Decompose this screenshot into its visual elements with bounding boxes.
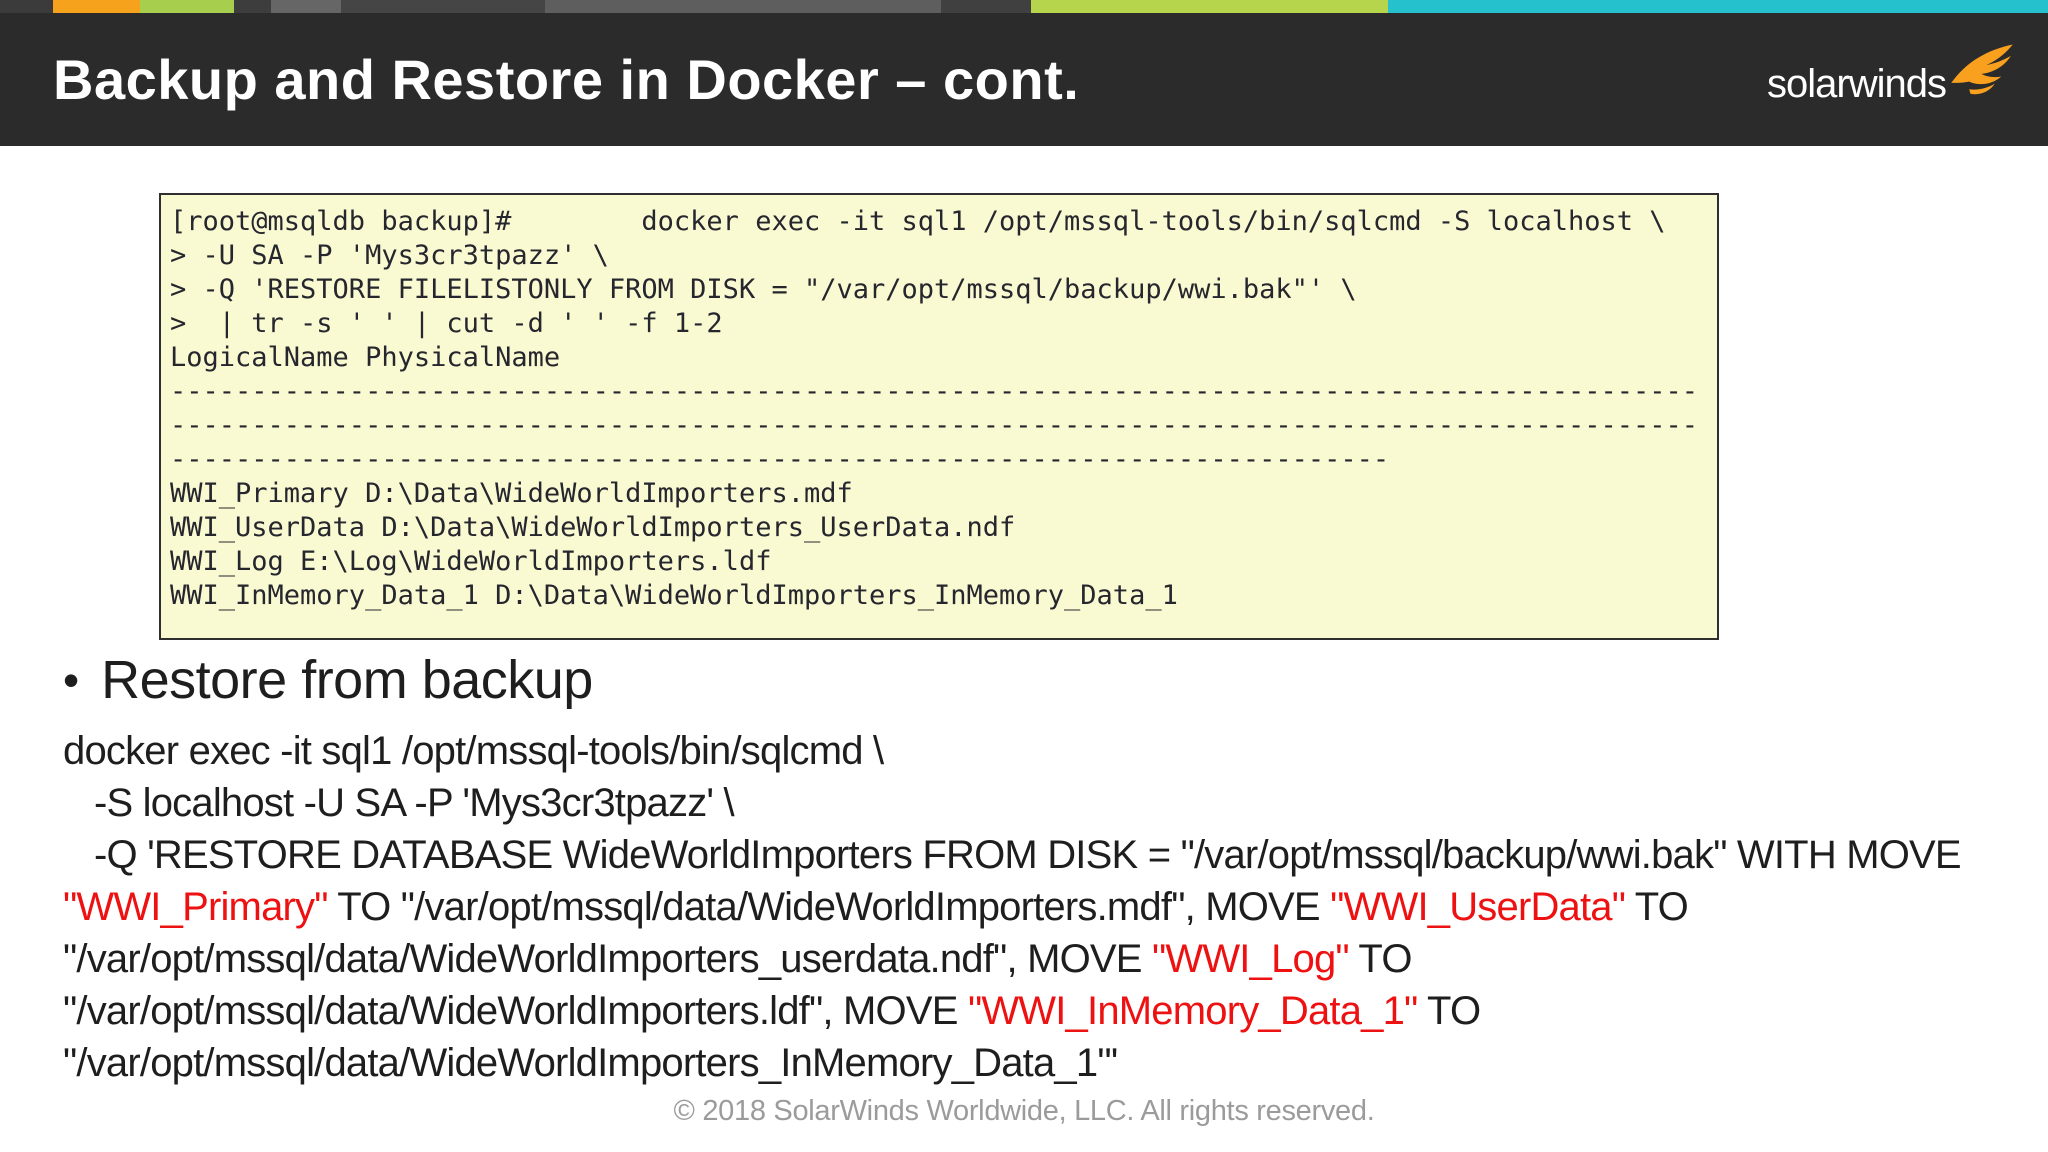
strip-seg-gray-2 — [545, 0, 941, 13]
strip-seg-orange — [53, 0, 140, 13]
strip-seg-green-right — [1031, 0, 1388, 13]
command-line: "/var/opt/mssql/data/WideWorldImporters_… — [63, 933, 2003, 985]
terminal-line: WWI_Log E:\Log\WideWorldImporters.ldf — [170, 546, 772, 577]
command-line: docker exec -it sql1 /opt/mssql-tools/bi… — [63, 725, 2003, 777]
strip-seg-dark-2 — [234, 0, 271, 13]
terminal-line: LogicalName PhysicalName — [170, 342, 561, 373]
command-line: -S localhost -U SA -P 'Mys3cr3tpazz' \ — [63, 777, 2003, 829]
strip-seg-dark-1 — [0, 0, 53, 13]
bullet-marker: • — [63, 654, 80, 706]
strip-seg-green-left — [140, 0, 234, 13]
solarwinds-logo: solarwinds — [1767, 42, 2014, 118]
highlighted-filename: "WWI_Log" — [1152, 937, 1350, 981]
strip-seg-dark-4 — [941, 0, 1031, 13]
strip-seg-teal — [1388, 0, 2048, 13]
strip-seg-dark-3 — [341, 0, 545, 13]
slide-header: Backup and Restore in Docker – cont. sol… — [0, 13, 2048, 146]
terminal-line: > -U SA -P 'Mys3cr3tpazz' \ — [170, 240, 609, 271]
highlighted-filename: "WWI_UserData" — [1330, 885, 1626, 929]
command-line: -Q 'RESTORE DATABASE WideWorldImporters … — [63, 829, 2003, 881]
command-text: "/var/opt/mssql/data/WideWorldImporters_… — [63, 937, 1152, 981]
command-line: "/var/opt/mssql/data/WideWorldImporters.… — [63, 985, 2003, 1037]
terminal-line: ----------------------------------------… — [170, 410, 1699, 441]
terminal-line: > -Q 'RESTORE FILELISTONLY FROM DISK = "… — [170, 274, 1357, 305]
terminal-line: > | tr -s ' ' | cut -d ' ' -f 1-2 — [170, 308, 723, 339]
restore-command-text: docker exec -it sql1 /opt/mssql-tools/bi… — [63, 725, 2003, 1089]
bullet-item: • Restore from backup — [63, 645, 2003, 715]
solarwinds-swoosh-icon — [1951, 43, 2013, 94]
terminal-line: WWI_InMemory_Data_1 D:\Data\WideWorldImp… — [170, 580, 1178, 611]
highlighted-filename: "WWI_Primary" — [63, 885, 328, 929]
command-line: "WWI_Primary" TO "/var/opt/mssql/data/Wi… — [63, 881, 2003, 933]
top-color-strip — [0, 0, 2048, 13]
command-line: "/var/opt/mssql/data/WideWorldImporters_… — [63, 1037, 2003, 1089]
command-text: "/var/opt/mssql/data/WideWorldImporters_… — [63, 1041, 1118, 1085]
slide-body: • Restore from backup docker exec -it sq… — [63, 645, 2003, 1089]
terminal-line: [root@msqldb backup]# docker exec -it sq… — [170, 206, 1666, 237]
highlighted-filename: "WWI_InMemory_Data_1" — [967, 989, 1418, 1033]
page-title: Backup and Restore in Docker – cont. — [53, 48, 1080, 111]
terminal-line: WWI_Primary D:\Data\WideWorldImporters.m… — [170, 478, 853, 509]
solarwinds-logo-text: solarwinds — [1767, 61, 1947, 106]
terminal-line: ----------------------------------------… — [170, 376, 1699, 407]
command-text: TO — [1348, 937, 1412, 981]
terminal-screenshot: [root@msqldb backup]# docker exec -it sq… — [159, 193, 1719, 640]
command-text: docker exec -it sql1 /opt/mssql-tools/bi… — [63, 729, 884, 773]
terminal-line: ----------------------------------------… — [170, 444, 1390, 475]
command-text: TO — [1625, 885, 1689, 929]
command-text: TO — [1417, 989, 1481, 1033]
terminal-line: WWI_UserData D:\Data\WideWorldImporters_… — [170, 512, 1016, 543]
bullet-heading: Restore from backup — [101, 650, 593, 710]
command-text: -S localhost -U SA -P 'Mys3cr3tpazz' \ — [63, 781, 735, 825]
command-text: -Q 'RESTORE DATABASE WideWorldImporters … — [63, 833, 1962, 877]
command-text: TO "/var/opt/mssql/data/WideWorldImporte… — [327, 885, 1331, 929]
command-text: "/var/opt/mssql/data/WideWorldImporters.… — [63, 989, 968, 1033]
strip-seg-gray-1 — [271, 0, 341, 13]
copyright-footer: © 2018 SolarWinds Worldwide, LLC. All ri… — [673, 1095, 1375, 1127]
